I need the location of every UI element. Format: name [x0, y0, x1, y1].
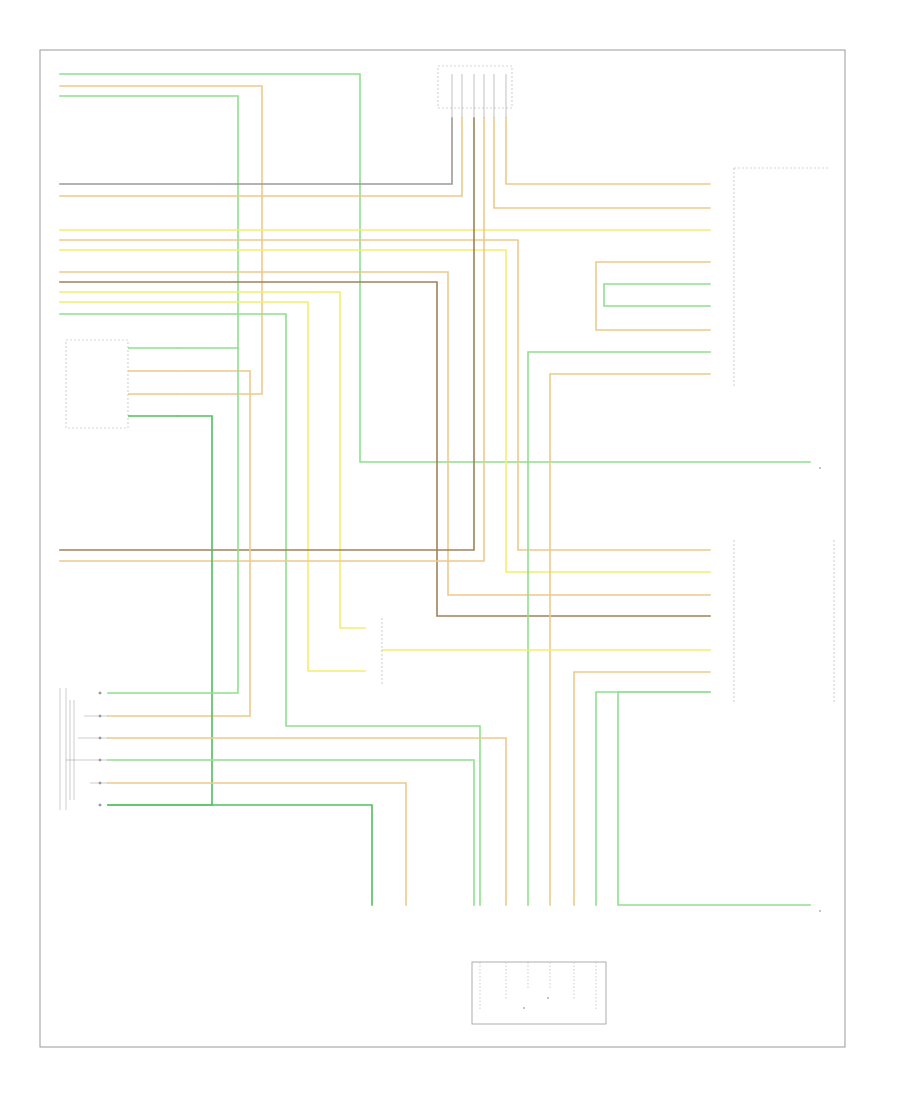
wire-green-3	[59, 313, 481, 906]
wire-lower-tan-1	[107, 737, 507, 906]
wire-brown-1	[59, 281, 711, 617]
wire-tan-3	[59, 239, 711, 551]
wire-connector-drop-2	[59, 117, 485, 562]
wire-lower-green-2	[107, 759, 475, 906]
wire-lower-tan-2	[107, 782, 407, 906]
left-module	[65, 339, 178, 429]
wire-green-8	[107, 415, 213, 806]
wire-connector-drop-3	[493, 117, 711, 209]
bottom-module	[471, 961, 607, 1025]
right-module-bottom	[733, 540, 835, 702]
wire-green-5	[527, 351, 711, 906]
components	[59, 65, 835, 1025]
wire-tan-5	[595, 261, 711, 331]
right-module-top	[733, 167, 830, 386]
wire-top-green-2	[59, 95, 239, 349]
wire-green-4	[603, 283, 711, 307]
ground-symbols	[819, 467, 821, 912]
wire-top-green-1	[59, 73, 811, 463]
wire-tan-4	[59, 271, 711, 596]
top-connector	[437, 65, 513, 118]
wire-lower-green-1	[107, 347, 239, 694]
ground-right-upper	[819, 467, 821, 469]
lower-left-connector	[59, 688, 108, 810]
wire-connector-drop-4	[505, 117, 711, 185]
wire-yellow-3	[59, 291, 366, 629]
wire-tan-7	[573, 671, 711, 906]
ground-right-lower	[819, 910, 821, 912]
wire-green-7	[617, 691, 811, 906]
wire-yellow-4	[59, 301, 366, 672]
diagram-frame	[39, 49, 846, 1048]
wire-tan-8	[107, 370, 251, 717]
wire-connector-drop-1	[59, 117, 475, 551]
wire-yellow-2	[59, 249, 711, 573]
wire-green-6	[595, 691, 711, 906]
wire-tan-6	[549, 373, 711, 906]
wire-lower-green-3	[107, 804, 373, 906]
wire-gray-1	[59, 117, 453, 185]
wire-tan-2	[59, 117, 463, 197]
wires	[59, 73, 811, 906]
